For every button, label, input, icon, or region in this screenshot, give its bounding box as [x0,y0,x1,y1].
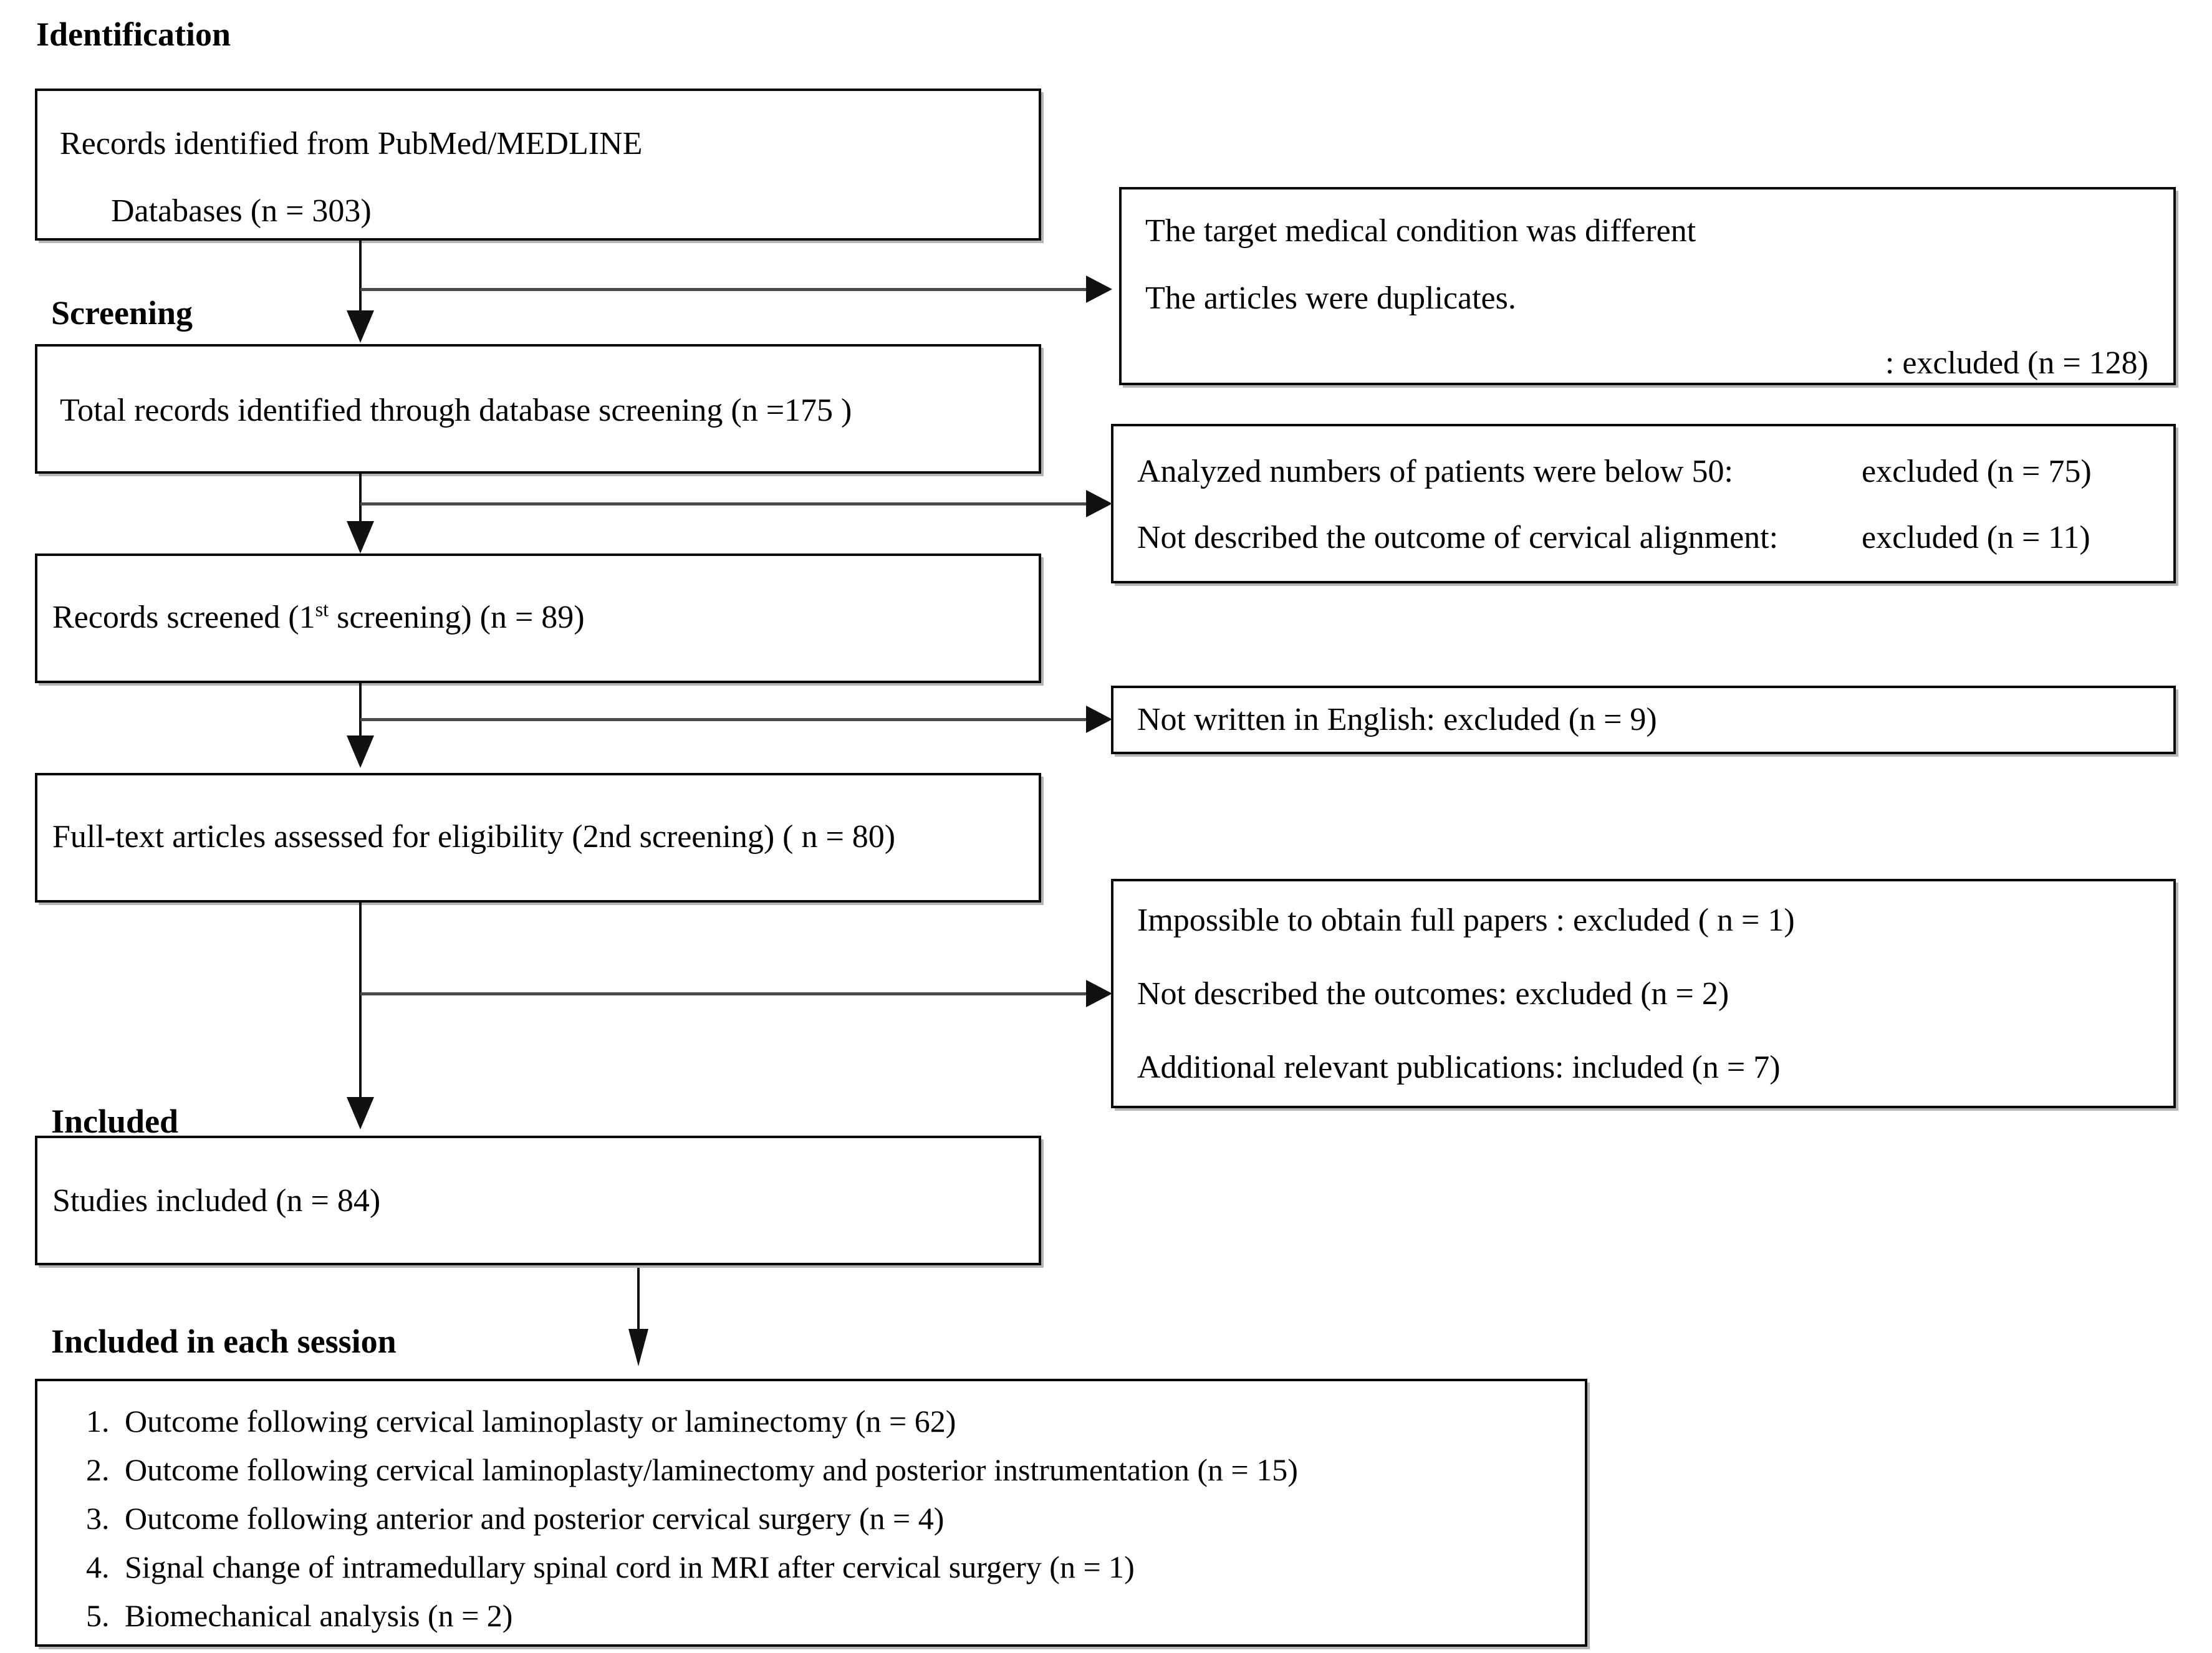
box-excluded-below50-alignment: Analyzed numbers of patients were below … [1111,424,2176,583]
excluded-box2-line1-count: excluded (n = 75) [1862,454,2092,489]
excluded-box2-line2-count: excluded (n = 11) [1862,520,2090,555]
total-records-text: Total records identified through databas… [60,393,852,428]
stage-label-included: Included [51,1103,179,1140]
excluded-box1-line1: The target medical condition was differe… [1145,213,1696,249]
excluded-box4-line2: Not described the outcomes: excluded (n … [1137,976,1729,1012]
box-studies-included: Studies included (n = 84) [35,1136,1041,1265]
connector-arrowhead-screened-to-fulltext [347,735,374,768]
stage-label-screening: Screening [51,294,193,332]
box-total-records-screening: Total records identified through databas… [35,344,1041,474]
list-item-number: 3. [86,1501,110,1536]
list-item: 3. Outcome following anterior and posteri… [86,1502,944,1535]
records-identified-line2: Databases (n = 303) [111,193,372,229]
studies-included-text: Studies included (n = 84) [52,1183,381,1219]
records-screened-text: Records screened (1st screening) (n = 89… [52,598,585,635]
connector-arrowhead-identified-to-total [347,310,374,343]
excluded-box4-line1: Impossible to obtain full papers : exclu… [1137,903,1795,938]
connector-arrowhead-to-excluded-box4 [1086,980,1112,1007]
list-item-number: 4. [86,1550,110,1584]
excluded-box1-count: : excluded (n = 128) [1885,345,2148,381]
connector-arrowhead-included-to-sessions [628,1329,648,1366]
connector-arrowhead-to-excluded-box1 [1086,276,1112,303]
connector-hline-to-excluded-box3 [360,718,1090,721]
box-records-identified: Records identified from PubMed/MEDLINE D… [35,89,1041,241]
excluded-box2-line2: Not described the outcome of cervical al… [1137,520,1779,555]
list-item: 4. Signal change of intramedullary spinal… [86,1551,1135,1584]
connector-arrowhead-fulltext-to-included [347,1097,374,1129]
list-item-text: Signal change of intramedullary spinal c… [125,1550,1135,1584]
connector-arrowhead-total-to-screened [347,521,374,553]
box-excluded-not-english: Not written in English: excluded (n = 9) [1111,686,2176,754]
box-records-screened-first: Records screened (1st screening) (n = 89… [35,553,1041,683]
box-sessions-list: 1. Outcome following cervical laminoplast… [35,1379,1587,1647]
connector-vline-total-to-screened [359,474,362,544]
list-item: 5. Biomechanical analysis (n = 2) [86,1599,512,1632]
box-full-text-assessed: Full-text articles assessed for eligibil… [35,773,1041,903]
list-item-text: Biomechanical analysis (n = 2) [125,1598,513,1633]
list-item-text: Outcome following cervical laminoplasty/… [125,1452,1298,1487]
list-item-text: Outcome following anterior and posterior… [125,1501,945,1536]
records-identified-line1: Records identified from PubMed/MEDLINE [60,126,643,161]
connector-arrowhead-to-excluded-box3 [1086,706,1112,733]
list-item: 1. Outcome following cervical laminoplast… [86,1405,956,1438]
connector-hline-to-excluded-box4 [360,992,1090,995]
records-screened-prefix: Records screened (1 [52,600,315,635]
connector-hline-to-excluded-box1 [360,288,1090,291]
connector-vline-identified-to-total [359,241,362,312]
connector-vline-included-to-sessions [637,1268,640,1341]
stage-label-included-in-each-session: Included in each session [51,1323,397,1360]
box-excluded-condition-duplicates: The target medical condition was differe… [1119,187,2176,385]
list-item-number: 1. [86,1404,110,1439]
list-item-text: Outcome following cervical laminoplasty … [125,1404,956,1439]
excluded-box4-line3: Additional relevant publications: includ… [1137,1050,1781,1085]
full-text-assessed-text: Full-text articles assessed for eligibil… [52,819,896,855]
connector-hline-to-excluded-box2 [360,502,1090,505]
excluded-box1-line2: The articles were duplicates. [1145,280,1516,316]
list-item-number: 2. [86,1452,110,1487]
records-screened-suffix: screening) (n = 89) [329,600,585,635]
list-item: 2. Outcome following cervical laminoplast… [86,1454,1298,1487]
connector-arrowhead-to-excluded-box2 [1086,490,1112,517]
excluded-box3-line1: Not written in English: excluded (n = 9) [1137,702,1657,737]
stage-label-identification: Identification [36,16,231,53]
list-item-number: 5. [86,1598,110,1633]
connector-vline-fulltext-to-included [359,903,362,1108]
box-excluded-fulltext-outcomes-additional: Impossible to obtain full papers : exclu… [1111,879,2176,1108]
excluded-box2-line1: Analyzed numbers of patients were below … [1137,454,1733,489]
records-screened-ordinal-sup: st [315,598,329,621]
